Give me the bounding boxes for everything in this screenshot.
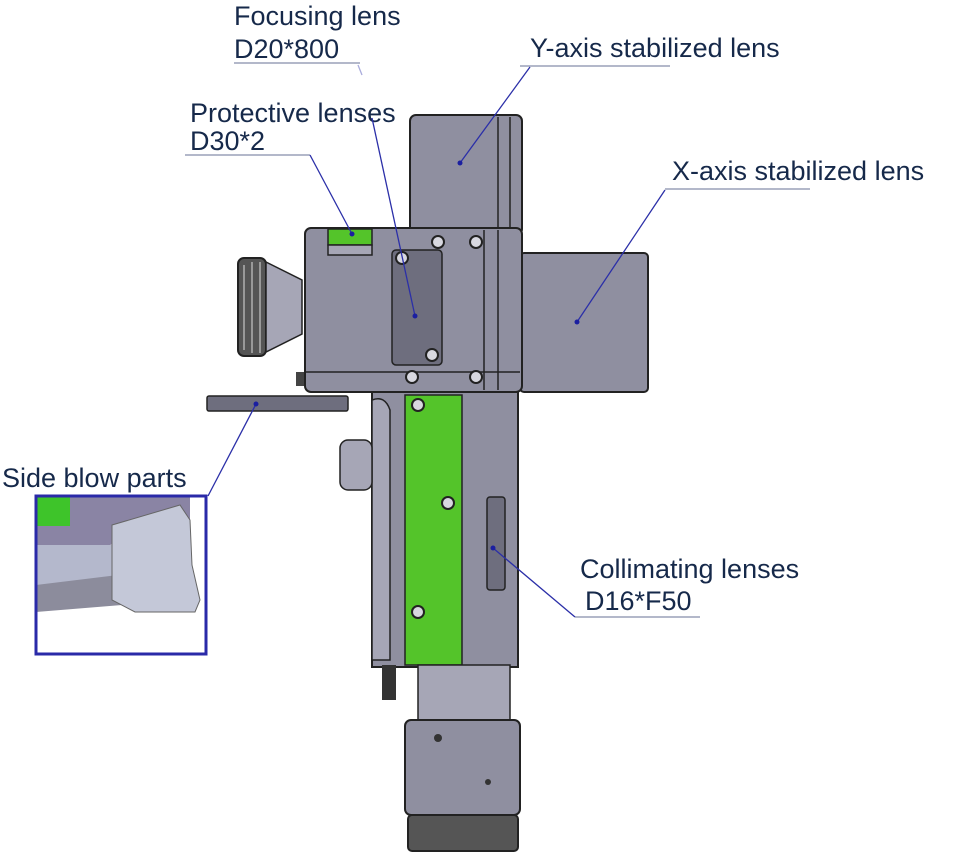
collimating-lenses-spec: D16*F50: [585, 586, 692, 616]
x-axis-lens-housing: [519, 252, 649, 393]
label-protective-lenses: Protective lenses D30*2: [185, 98, 418, 319]
collimator-slot: [486, 496, 506, 591]
protective-lens-cover: [391, 249, 443, 366]
laser-head-drawing: [206, 114, 649, 852]
nozzle-neck: [417, 664, 511, 721]
label-collimating-lenses: Collimating lenses D16*F50: [490, 545, 799, 618]
collimating-lenses-title: Collimating lenses: [580, 554, 799, 584]
label-y-axis-lens: Y-axis stabilized lens: [457, 33, 780, 166]
protective-lenses-spec: D30*2: [190, 126, 265, 156]
label-side-blow: Side blow parts: [2, 401, 259, 497]
y-axis-lens-housing: [409, 114, 523, 236]
y-axis-lens-title: Y-axis stabilized lens: [530, 33, 780, 63]
focusing-lens-title: Focusing lens: [234, 1, 401, 31]
label-x-axis-lens: X-axis stabilized lens: [574, 156, 924, 325]
nozzle-barrel: [404, 719, 521, 816]
protective-lenses-title: Protective lenses: [190, 98, 396, 128]
focusing-lens-spec: D20*800: [234, 34, 339, 64]
side-blow-bar: [206, 395, 349, 412]
side-blow-inset: [34, 494, 208, 656]
green-strip: [404, 394, 463, 666]
x-axis-lens-title: X-axis stabilized lens: [672, 156, 924, 186]
side-connector: [339, 439, 373, 491]
side-blow-title: Side blow parts: [2, 463, 187, 493]
nozzle-knurled-ring: [407, 814, 519, 852]
knurled-knob: [237, 257, 303, 357]
label-focusing-lens: Focusing lens D20*800: [234, 1, 401, 76]
